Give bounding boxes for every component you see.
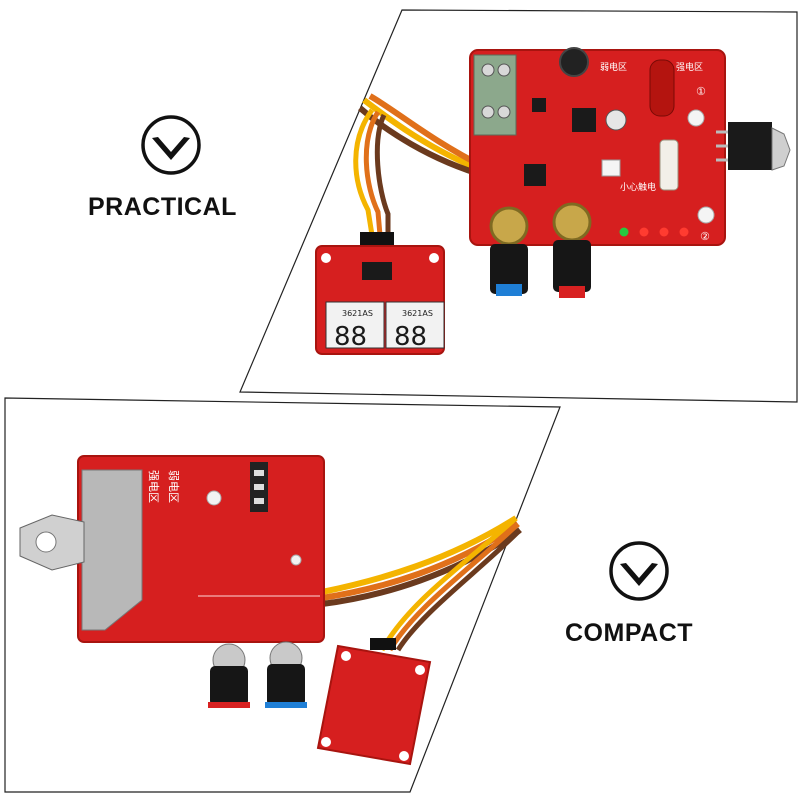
display-right-digits: 88: [394, 322, 427, 352]
control-board-bottom: 强电区 弱电区: [19, 455, 522, 652]
feature-label-compact: COMPACT: [565, 619, 694, 647]
marker-1: ①: [696, 85, 706, 98]
power-transistor: [728, 122, 772, 170]
marker-2: ②: [700, 230, 710, 243]
potentiometer-knob-red[interactable]: [208, 643, 250, 708]
relay: [649, 59, 675, 117]
potentiometer-knob-blue[interactable]: [489, 206, 529, 296]
silkscreen-rotated-low: 弱电区: [167, 470, 180, 503]
chevron-down-circle-icon: [609, 541, 669, 601]
seven-segment-right: [385, 301, 445, 349]
display-board-back: [316, 638, 432, 766]
feature-label-practical: PRACTICAL: [88, 193, 237, 221]
potentiometer-knob-red[interactable]: [552, 202, 592, 298]
display-board: 3621AS 3621AS 88 88: [315, 232, 445, 355]
seven-segment-left: [325, 301, 385, 349]
display-model-left: 3621AS: [342, 309, 373, 318]
display-pcb-back: [316, 644, 432, 766]
silkscreen-high-voltage: 强电区: [676, 61, 703, 73]
silkscreen-rotated-high: 强电区: [147, 470, 160, 503]
silkscreen-low-voltage: 弱电区: [600, 61, 627, 73]
control-board-top: 强电区 弱电区 小心触电 ① ②: [353, 47, 791, 246]
display-left-digits: 88: [334, 322, 367, 352]
heat-spreader: [81, 469, 143, 631]
chevron-down-circle-icon: [141, 115, 201, 175]
capacitor: [559, 47, 589, 77]
display-model-right: 3621AS: [402, 309, 433, 318]
potentiometer-knob-blue[interactable]: [265, 641, 307, 708]
silkscreen-caution: 小心触电: [620, 181, 656, 193]
ic-chip: [572, 108, 596, 132]
